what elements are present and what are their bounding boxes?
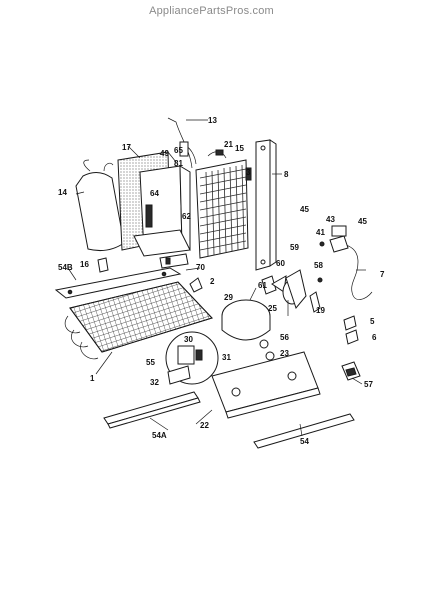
part-62-shroud [133, 165, 191, 257]
callout-5: 5 [370, 317, 375, 326]
part-54A-kickplate [103, 391, 201, 429]
part-32-overload [167, 365, 191, 385]
part-7-power-cord [329, 235, 373, 300]
callout-81: 81 [174, 159, 183, 168]
callout-14: 14 [58, 188, 67, 197]
part-61-fan [261, 275, 287, 295]
watermark: AppliancePartsPros.com [149, 5, 274, 17]
callout-1: 1 [90, 374, 95, 383]
part-54-rear-rail [253, 413, 355, 449]
part-6-terminal [345, 329, 359, 345]
callout-54A: 54A [152, 431, 167, 440]
callout-57: 57 [364, 380, 373, 389]
part-21-capillary [207, 149, 227, 159]
part-8-bracket-rail [255, 139, 277, 271]
callout-32: 32 [150, 378, 159, 387]
callout-15: 15 [235, 144, 244, 153]
callout-45b: 45 [358, 217, 367, 226]
callout-30: 30 [184, 335, 193, 344]
callout-70: 70 [196, 263, 205, 272]
callout-17: 17 [122, 143, 131, 152]
callout-23: 23 [280, 349, 289, 358]
callout-64: 64 [150, 189, 159, 198]
callout-65: 65 [174, 146, 183, 155]
part-14-cover [75, 159, 125, 251]
part-57-bracket [341, 361, 361, 381]
part-70-bracket [159, 253, 189, 269]
callout-31: 31 [222, 353, 231, 362]
callout-2: 2 [210, 277, 215, 286]
part-54B-rail [54, 267, 182, 299]
callout-41: 41 [316, 228, 325, 237]
callout-6: 6 [372, 333, 377, 342]
callout-61: 61 [258, 281, 267, 290]
callout-25: 25 [268, 304, 277, 313]
part-1-evaporator [64, 281, 213, 360]
callout-21: 21 [224, 140, 233, 149]
callout-labels: 13 17 49 65 21 15 81 8 3 14 64 62 45 43 … [58, 116, 385, 446]
part-2-clip [189, 277, 203, 293]
part-5-connector [343, 315, 357, 331]
callout-62: 62 [182, 212, 191, 221]
callout-43: 43 [326, 215, 335, 224]
part-16-clip [97, 257, 109, 273]
callout-45a: 45 [300, 205, 309, 214]
callout-3: 3 [246, 168, 251, 177]
callout-7: 7 [380, 270, 385, 279]
callout-60: 60 [276, 259, 285, 268]
callout-54: 54 [300, 437, 309, 446]
callout-58: 58 [314, 261, 323, 270]
callout-22: 22 [200, 421, 209, 430]
callout-16: 16 [80, 260, 89, 269]
callout-13: 13 [208, 116, 217, 125]
callout-8: 8 [284, 170, 289, 179]
callout-49: 49 [160, 149, 169, 158]
callout-54B: 54B [58, 263, 73, 272]
callout-59: 59 [290, 243, 299, 252]
part-condenser-coil [167, 117, 252, 259]
callout-19: 19 [316, 306, 325, 315]
part-43-relay [319, 225, 347, 247]
part-60-fan-motor [282, 269, 307, 310]
callout-55: 55 [146, 358, 155, 367]
part-56-grommet [259, 339, 275, 361]
callout-leaders [67, 119, 366, 437]
callout-29: 29 [224, 293, 233, 302]
part-58-grommet [309, 277, 323, 313]
part-22-base-pan [211, 351, 321, 419]
part-29-compressor [221, 287, 271, 341]
callout-56: 56 [280, 333, 289, 342]
